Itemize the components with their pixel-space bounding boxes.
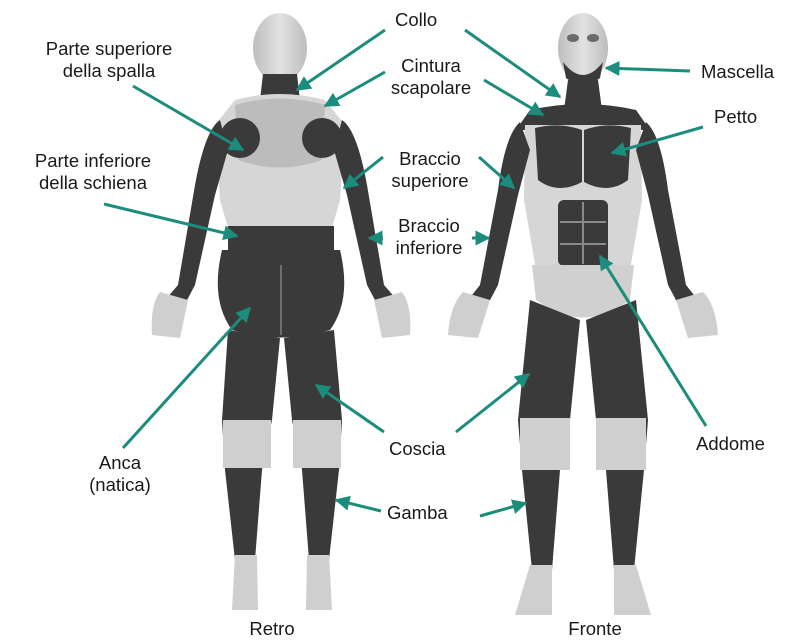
- front-foot-left: [515, 565, 552, 615]
- label-braccio-inferiore: Braccio inferiore: [383, 215, 475, 259]
- caption-fronte: Fronte: [545, 618, 645, 640]
- label-parte-inferiore-schiena: Parte inferiore della schiena: [8, 150, 178, 194]
- back-hand-left: [152, 292, 188, 338]
- front-figure: [448, 13, 718, 615]
- front-chest-left: [535, 125, 582, 188]
- label-gamba: Gamba: [387, 502, 448, 524]
- front-foot-right: [614, 565, 651, 615]
- arrow-collo-front: [465, 30, 560, 97]
- label-line: Braccio: [383, 148, 477, 170]
- front-arm-right: [636, 122, 698, 302]
- front-hand-left: [448, 292, 490, 338]
- label-collo: Collo: [395, 9, 437, 31]
- label-cintura-scapolare: Cintura scapolare: [385, 55, 477, 99]
- arrow-gamba-front: [480, 503, 526, 516]
- arrow-gamba-back: [336, 500, 381, 511]
- arrow-cintura-front: [484, 80, 543, 115]
- label-line: scapolare: [385, 77, 477, 99]
- back-knee-left: [223, 420, 271, 468]
- label-addome: Addome: [696, 433, 765, 455]
- label-line: Parte superiore: [14, 38, 204, 60]
- arrow-cintura-back: [325, 72, 385, 106]
- back-head: [253, 13, 307, 83]
- label-line: (natica): [70, 474, 170, 496]
- back-lowerback: [228, 226, 334, 252]
- label-line: superiore: [383, 170, 477, 192]
- back-foot-left: [232, 555, 258, 610]
- label-line: Parte inferiore: [8, 150, 178, 172]
- label-braccio-superiore: Braccio superiore: [383, 148, 477, 192]
- label-petto: Petto: [714, 106, 757, 128]
- label-anca: Anca (natica): [70, 452, 170, 496]
- back-hand-right: [374, 292, 410, 338]
- back-figure: [152, 13, 411, 610]
- caption-retro: Retro: [222, 618, 322, 640]
- label-line: inferiore: [383, 237, 475, 259]
- label-coscia: Coscia: [389, 438, 446, 460]
- back-knee-right: [293, 420, 341, 468]
- label-line: Anca: [70, 452, 170, 474]
- label-parte-superiore-spalla: Parte superiore della spalla: [14, 38, 204, 82]
- back-foot-right: [306, 555, 332, 610]
- front-chest-right: [584, 125, 631, 188]
- arrow-mascella: [606, 68, 690, 71]
- label-line: della schiena: [8, 172, 178, 194]
- label-line: Braccio: [383, 215, 475, 237]
- label-line: Cintura: [385, 55, 477, 77]
- front-arm-left: [468, 122, 530, 302]
- arrow-coscia-front: [456, 374, 529, 432]
- label-mascella: Mascella: [701, 61, 774, 83]
- front-knee-left: [520, 418, 570, 470]
- arrow-schiena: [104, 204, 237, 236]
- front-hand-right: [676, 292, 718, 338]
- label-line: della spalla: [14, 60, 204, 82]
- front-knee-right: [596, 418, 646, 470]
